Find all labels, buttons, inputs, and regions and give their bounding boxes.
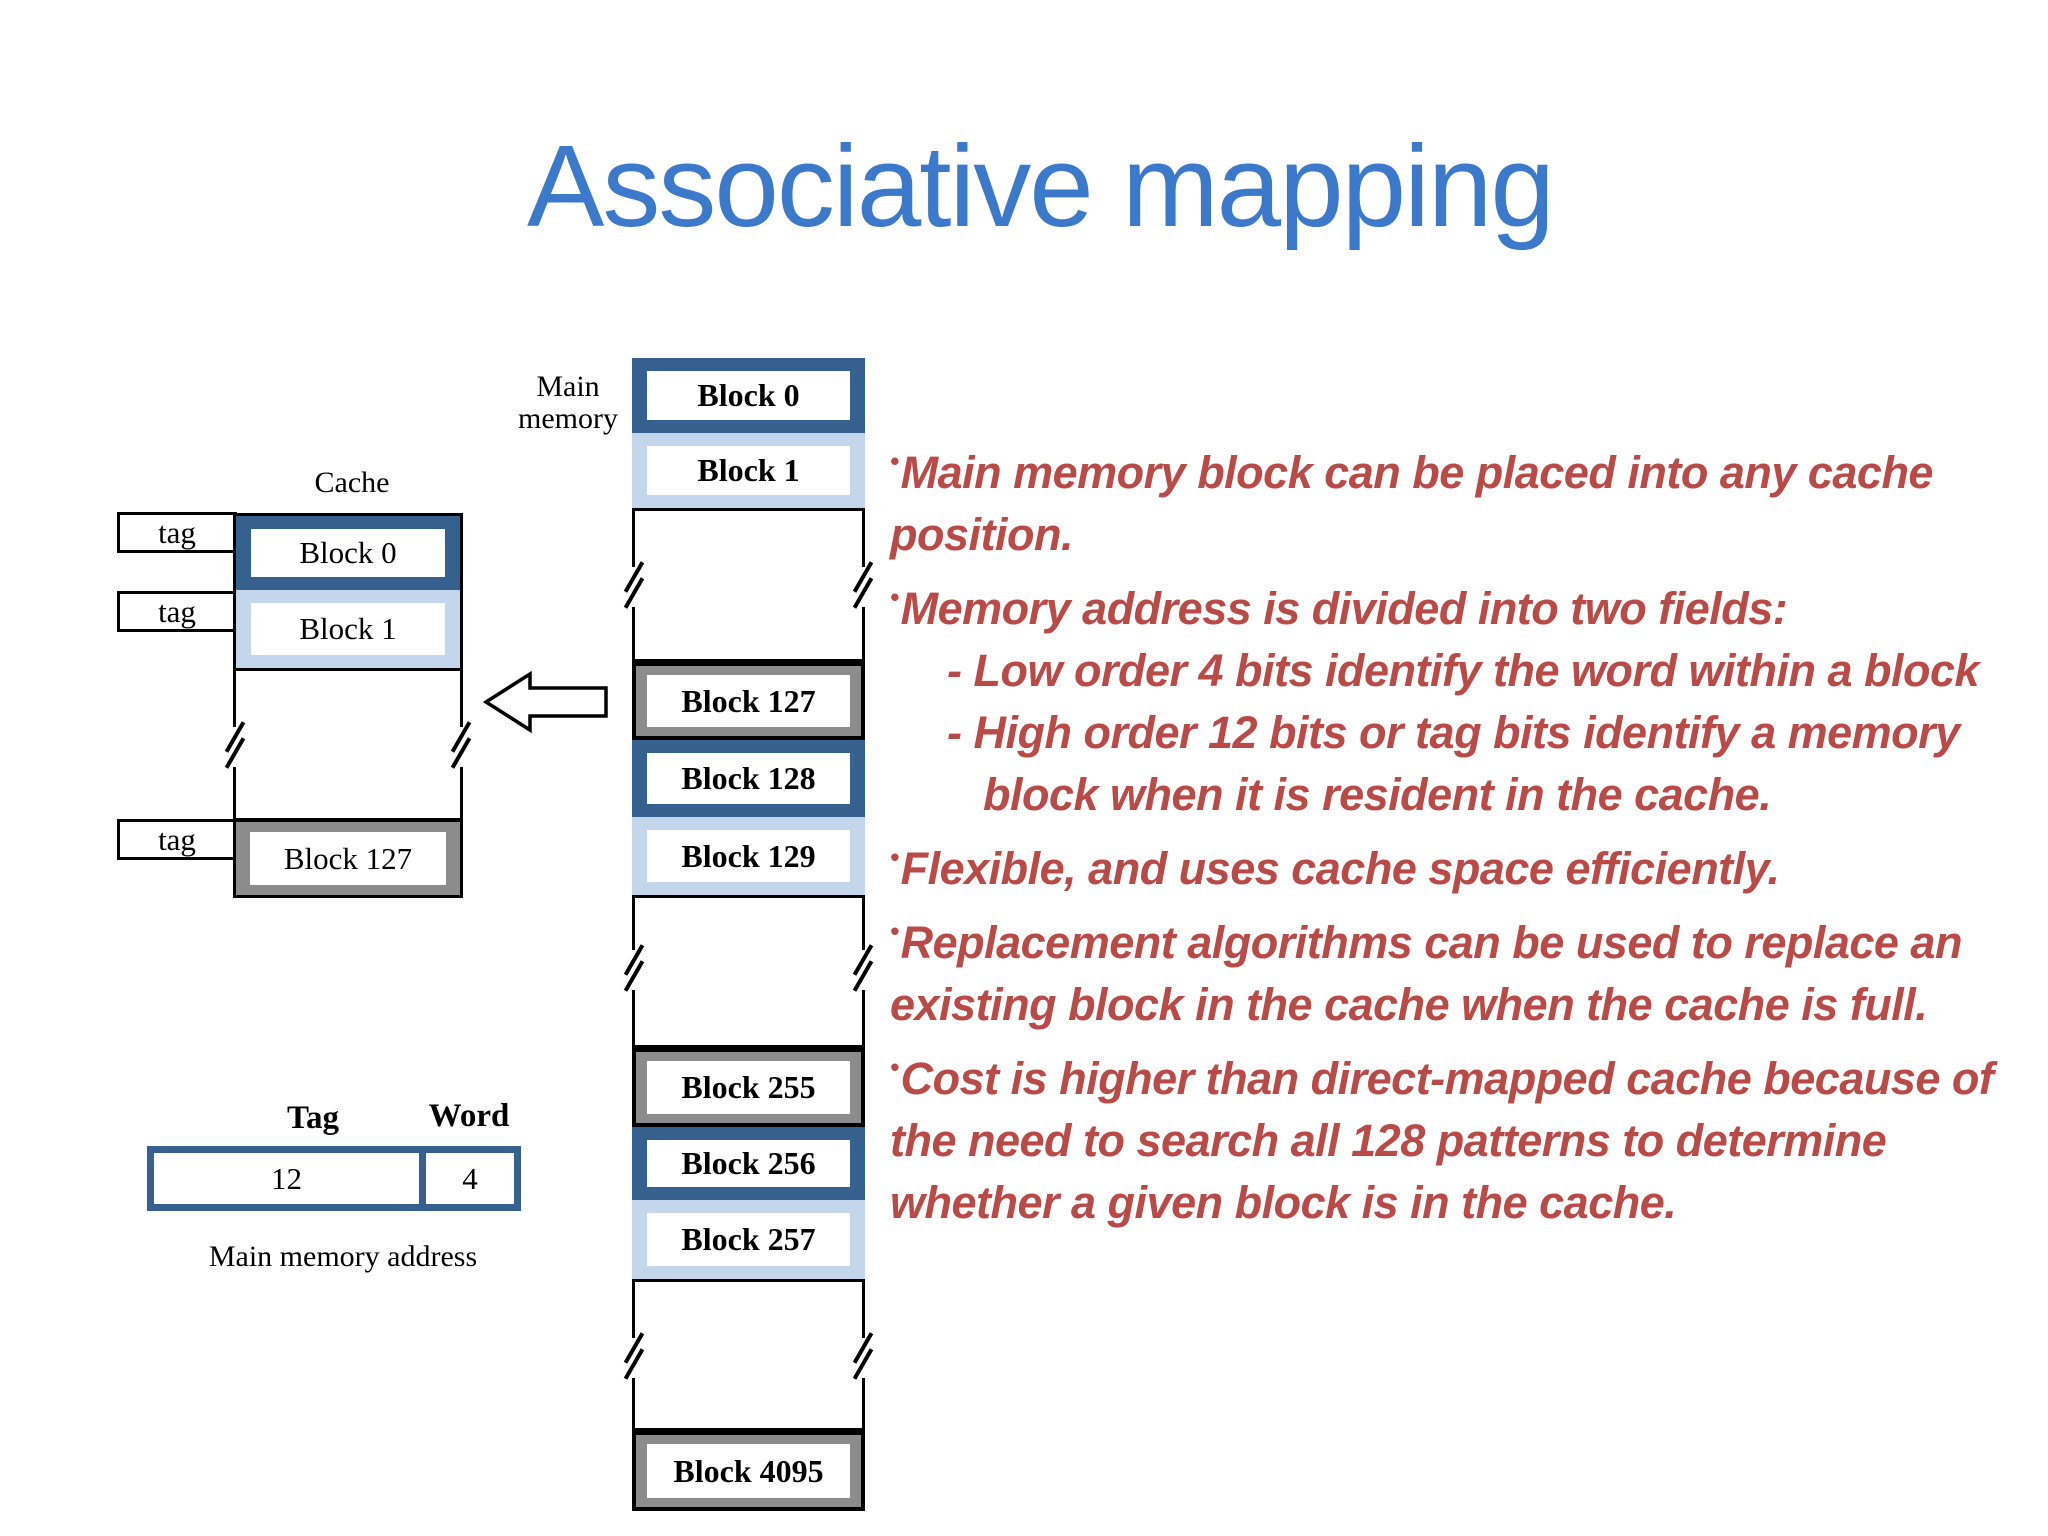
bullet-line: - High order 12 bits or tag bits identif… (890, 702, 2048, 764)
bullet-text: Memory address is divided into two field… (900, 583, 1788, 634)
bullet-line: the need to search all 128 patterns to d… (890, 1110, 2048, 1172)
break-mark-icon (843, 1338, 883, 1378)
bullet-text: the need to search all 128 patterns to d… (890, 1115, 1887, 1166)
bullet-line: existing block in the cache when the cac… (890, 974, 2048, 1036)
break-mark-icon (614, 950, 654, 990)
bullet-text: - High order 12 bits or tag bits identif… (947, 707, 1960, 758)
address-tag-header: Tag (287, 1100, 339, 1136)
bullet-line: •Replacement algorithms can be used to r… (890, 900, 2048, 974)
bullet-line: position. (890, 504, 2048, 566)
memory-gap (614, 1279, 883, 1431)
memory-block-row: Block 4095 (632, 1431, 865, 1511)
cache-block-row: Block 1 (236, 590, 460, 668)
word-bits-value: 4 (462, 1160, 478, 1196)
bullet-text: Flexible, and uses cache space efficient… (900, 843, 1780, 894)
bullet-line: •Main memory block can be placed into an… (890, 430, 2048, 504)
bullet-text: Cost is higher than direct-mapped cache … (900, 1053, 1994, 1104)
main-memory-column: Block 0 Block 1 Block 127 Block 128 Bloc… (614, 358, 883, 1511)
cache-block-label: Block 1 (299, 611, 397, 646)
break-mark-icon (843, 567, 883, 607)
memory-block-row: Block 0 (632, 358, 865, 433)
memory-block-label: Block 257 (681, 1221, 816, 1257)
tag-box-2: tag (117, 819, 237, 860)
bullet-line: •Memory address is divided into two fiel… (890, 566, 2048, 640)
memory-gap (614, 895, 883, 1048)
memory-block-row: Block 129 (632, 817, 865, 895)
break-mark-icon (614, 1338, 654, 1378)
bullet-text: Replacement algorithms can be used to re… (900, 917, 1963, 968)
address-caption: Main memory address (208, 1240, 478, 1273)
tag-label: tag (158, 593, 196, 629)
bullet-dot-icon: • (890, 582, 899, 612)
memory-block-row: Block 255 (632, 1048, 865, 1127)
bullet-text: existing block in the cache when the cac… (890, 979, 1928, 1030)
break-mark-icon (215, 727, 255, 767)
memory-block-row: Block 128 (632, 740, 865, 817)
tag-label: tag (158, 821, 196, 857)
memory-block-label: Block 0 (697, 377, 800, 413)
cache-block-row: Block 0 (236, 516, 460, 590)
bullet-text: - Low order 4 bits identify the word wit… (947, 645, 1980, 696)
memory-gap (614, 508, 883, 662)
tag-bits-value: 12 (271, 1160, 302, 1196)
cache-gap (215, 668, 481, 822)
bullet-line: - Low order 4 bits identify the word wit… (890, 640, 2048, 702)
bullet-line: •Cost is higher than direct-mapped cache… (890, 1036, 2048, 1110)
page-title: Associative mapping (527, 121, 1555, 251)
cache-block-label: Block 0 (299, 535, 397, 570)
memory-block-label: Block 256 (681, 1145, 816, 1181)
bullet-text: block when it is resident in the cache. (983, 769, 1772, 820)
bullet-text: Main memory block can be placed into any… (900, 447, 1934, 498)
memory-block-label: Block 128 (681, 760, 816, 796)
bullet-list: •Main memory block can be placed into an… (890, 430, 2048, 1234)
memory-block-label: Block 129 (681, 837, 816, 874)
memory-block-row: Block 127 (632, 662, 865, 740)
bullet-line: •Flexible, and uses cache space efficien… (890, 826, 2048, 900)
cache-label: Cache (314, 466, 390, 499)
memory-block-label: Block 4095 (673, 1452, 824, 1489)
address-tag-cell: 12 (154, 1153, 419, 1204)
bullet-text: whether a given block is in the cache. (890, 1177, 1677, 1228)
main-memory-label-line1: Main (536, 370, 600, 403)
memory-block-label: Block 1 (697, 452, 800, 488)
address-word-header: Word (428, 1098, 510, 1134)
memory-block-label: Block 255 (681, 1069, 816, 1105)
bullet-dot-icon: • (890, 916, 899, 946)
bullet-line: whether a given block is in the cache. (890, 1172, 2048, 1234)
cache-block-label: Block 127 (283, 840, 413, 876)
bullet-dot-icon: • (890, 446, 899, 476)
break-mark-icon (614, 567, 654, 607)
cache-block-row: Block 127 (236, 822, 460, 895)
memory-block-row: Block 256 (632, 1127, 865, 1200)
address-box: 12 4 (147, 1146, 521, 1211)
address-word-cell: 4 (419, 1153, 514, 1204)
memory-block-row: Block 257 (632, 1200, 865, 1279)
main-memory-label: Main memory (468, 371, 668, 435)
main-memory-label-line2: memory (518, 402, 618, 435)
memory-block-row: Block 1 (632, 433, 865, 508)
break-mark-icon (843, 950, 883, 990)
bullet-line: block when it is resident in the cache. (890, 764, 2048, 826)
bullet-dot-icon: • (890, 842, 899, 872)
tag-label: tag (158, 514, 196, 550)
tag-box-0: tag (117, 512, 237, 553)
memory-block-label: Block 127 (681, 682, 816, 719)
bullet-text: position. (890, 509, 1073, 560)
left-arrow-icon (483, 671, 608, 734)
break-mark-icon (441, 727, 481, 767)
tag-box-1: tag (117, 591, 237, 632)
cache-column: Block 0 Block 1 Block 127 (215, 513, 481, 898)
bullet-dot-icon: • (890, 1052, 899, 1082)
